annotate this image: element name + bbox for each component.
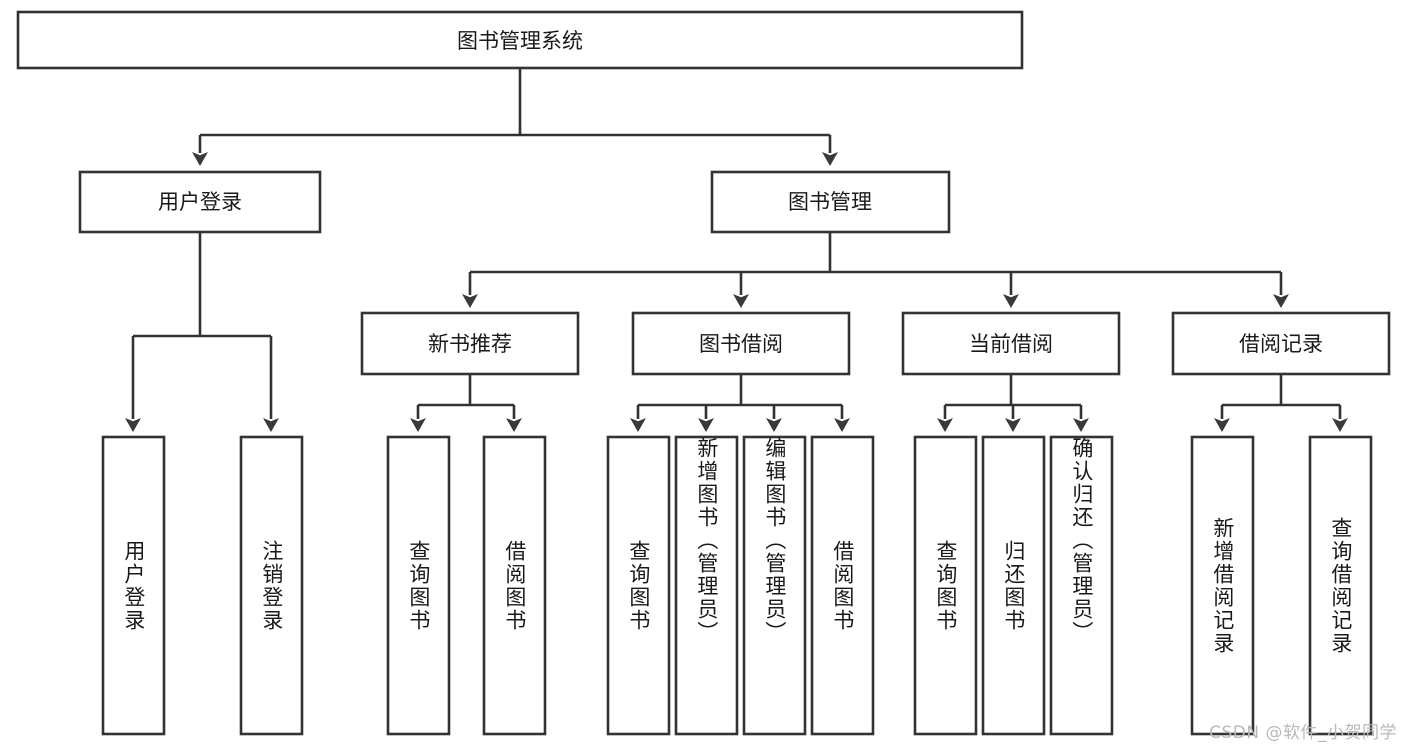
- node-leaf-add-record[interactable]: [1190, 435, 1255, 736]
- node-leaf-return-book[interactable]: [981, 435, 1046, 736]
- node-leaf-edit-book[interactable]: [742, 435, 807, 736]
- node-current-borrow[interactable]: [901, 311, 1121, 376]
- node-leaf-add-book[interactable]: [674, 435, 739, 736]
- node-leaf-borrow-book[interactable]: [810, 435, 875, 736]
- node-user-login[interactable]: [78, 170, 322, 234]
- node-leaf-query-book-rec[interactable]: [386, 435, 451, 736]
- node-book-manage-label: 图书管理: [788, 190, 872, 214]
- node-leaf-query-book-borrow[interactable]: [606, 435, 671, 736]
- node-borrow-record[interactable]: [1171, 311, 1391, 376]
- node-borrow-record-label: 借阅记录: [1239, 332, 1323, 356]
- node-leaf-user-login[interactable]: [101, 435, 166, 736]
- node-root-label: 图书管理系统: [457, 29, 583, 53]
- node-leaf-borrow-book-rec[interactable]: [482, 435, 547, 736]
- node-root[interactable]: [16, 10, 1024, 70]
- node-book-borrow-label: 图书借阅: [699, 332, 783, 356]
- node-leaf-confirm-return[interactable]: [1049, 435, 1114, 736]
- node-new-book-rec[interactable]: [360, 311, 580, 376]
- node-leaf-query-record[interactable]: [1308, 435, 1373, 736]
- node-book-borrow[interactable]: [631, 311, 851, 376]
- node-leaf-query-book-cur[interactable]: [913, 435, 978, 736]
- node-current-borrow-label: 当前借阅: [969, 332, 1053, 356]
- node-book-manage[interactable]: [710, 170, 951, 234]
- node-user-login-label: 用户登录: [158, 190, 242, 214]
- node-new-book-rec-label: 新书推荐: [428, 332, 512, 356]
- connector-layer: [125, 68, 1348, 432]
- node-layer: 图书管理系统 用户登录 图书管理 新书推荐 图书借阅 当前借阅 借阅记录: [16, 10, 1391, 736]
- node-leaf-user-logout[interactable]: [239, 435, 304, 736]
- watermark-text: CSDN @软件_小贺同学: [1209, 723, 1397, 743]
